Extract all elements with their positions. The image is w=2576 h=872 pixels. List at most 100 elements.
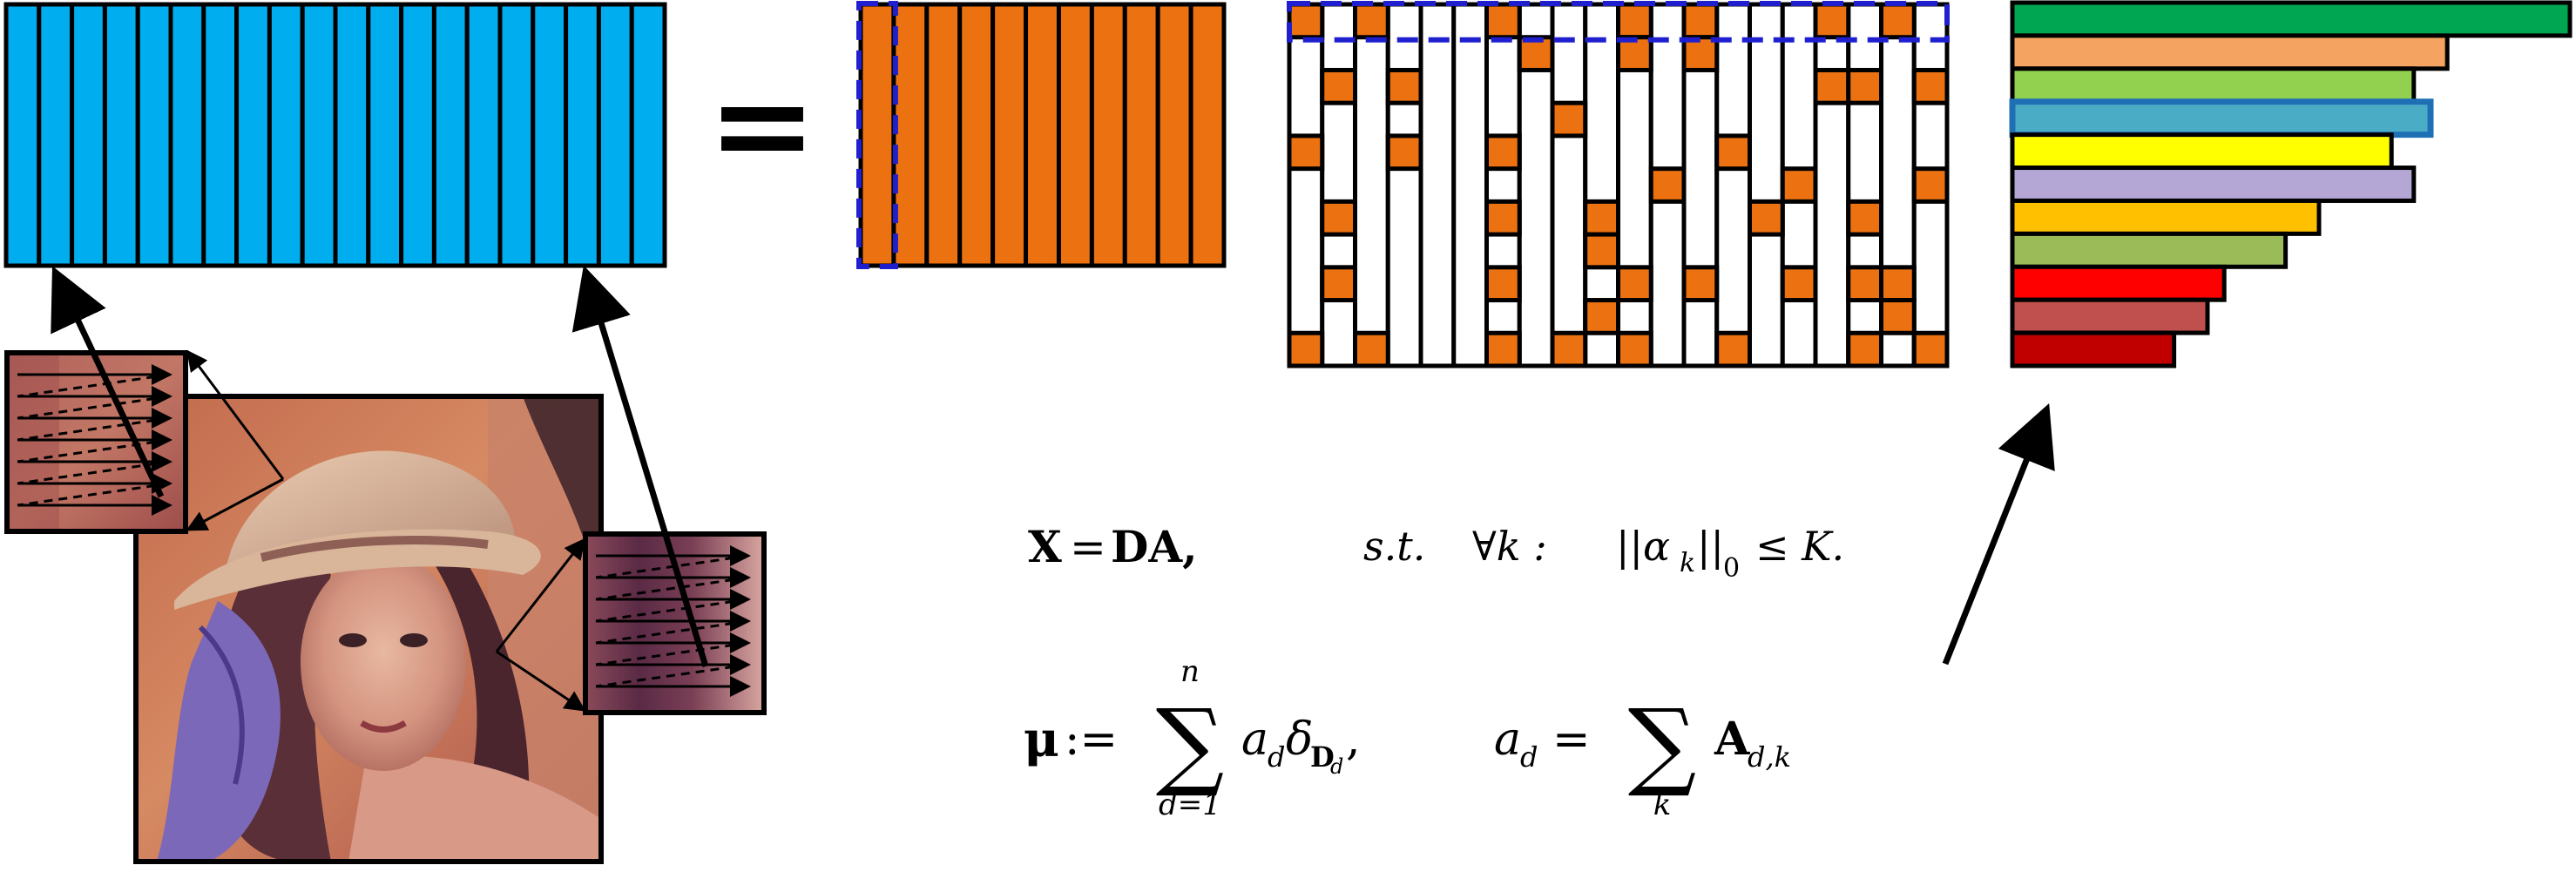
source-image (133, 394, 604, 864)
x-column (3, 2, 42, 268)
nonzero-coefficient (1320, 199, 1357, 237)
sparse-code-matrix-a (1287, 1, 1950, 368)
dictionary-atom (1155, 2, 1193, 268)
x-column (366, 2, 404, 268)
atom-usage-histogram (2009, 0, 2573, 368)
scan-return-line (595, 554, 749, 579)
eq1-norm-close: || (1697, 523, 1724, 570)
eq2-a-sub: d (1268, 740, 1285, 774)
x-column (201, 2, 240, 268)
nonzero-coefficient (1813, 2, 1851, 40)
eq2-assign: := (1065, 713, 1118, 766)
nonzero-coefficient (1484, 2, 1522, 40)
nonzero-coefficient (1484, 265, 1522, 303)
x-column (431, 2, 470, 268)
nonzero-coefficient (1846, 67, 1883, 105)
nonzero-coefficient (1780, 265, 1818, 303)
dictionary-matrix-d (856, 1, 1227, 269)
eq2-sum2-bottom: k (1653, 788, 1672, 822)
eq1-le-k: ≤ K. (1755, 523, 1844, 570)
nonzero-coefficient (1911, 67, 1950, 105)
dictionary-atom (1056, 2, 1094, 268)
eq1-norm-open: ||α (1616, 523, 1670, 570)
nonzero-coefficient (1550, 330, 1588, 368)
nonzero-coefficient (1320, 265, 1357, 303)
code-column (1813, 2, 1851, 368)
eq2-sum-top: n (1180, 654, 1200, 689)
nonzero-coefficient (1879, 2, 1917, 40)
histogram-bar (2010, 33, 2450, 71)
x-column (399, 2, 436, 268)
eq1-forall: ∀k : (1472, 523, 1547, 570)
dictionary-atom (957, 2, 996, 268)
nonzero-coefficient (1583, 232, 1620, 270)
nonzero-coefficient (1320, 67, 1357, 105)
nonzero-coefficient (1484, 133, 1522, 172)
dictionary-atom (1024, 2, 1061, 268)
x-column (497, 2, 536, 268)
dictionary-atom (891, 2, 930, 268)
x-column (70, 2, 107, 268)
measure-equation: μ := n ∑ d=1 a d δ D d , a d = ∑ k A d,k (1024, 654, 1791, 822)
x-column (300, 2, 338, 268)
nonzero-coefficient (1287, 133, 1325, 172)
nonzero-coefficient (1616, 2, 1653, 40)
scan-return-line (595, 619, 749, 645)
nonzero-coefficient (1583, 199, 1620, 237)
code-column (1714, 2, 1752, 368)
x-column (267, 2, 305, 268)
histogram-bar (2010, 198, 2322, 236)
histogram-bar (2010, 66, 2417, 105)
dictionary-atom (1122, 2, 1160, 268)
eq2-A-sub: d,k (1748, 740, 1791, 774)
histogram-bar (2010, 0, 2573, 38)
histogram-bar (2010, 297, 2210, 335)
histogram-bar (2010, 166, 2417, 203)
scan-return-line (17, 373, 171, 398)
nonzero-coefficient (1550, 100, 1588, 139)
code-column (1550, 2, 1588, 368)
nonzero-coefficient (1714, 330, 1752, 368)
nonzero-coefficient (1911, 330, 1950, 368)
nonzero-coefficient (1385, 133, 1423, 172)
scan-return-line (17, 460, 171, 485)
dictionary-atom (1089, 2, 1127, 268)
scan-return-line (17, 395, 171, 420)
code-column (1451, 2, 1489, 368)
nonzero-coefficient (1879, 265, 1917, 303)
nonzero-coefficient (1484, 330, 1522, 368)
nonzero-coefficient (1813, 67, 1851, 105)
histogram-bar (2010, 132, 2394, 171)
x-column (37, 2, 75, 268)
dictionary-atom (924, 2, 963, 268)
eq2-mu: μ (1024, 711, 1059, 768)
dictionary-atom (858, 2, 896, 268)
code-column (1287, 2, 1325, 368)
nonzero-coefficient (1846, 199, 1883, 237)
eq2-delta: δ (1286, 713, 1313, 766)
nonzero-coefficient (1681, 2, 1720, 40)
x-column (168, 2, 206, 268)
nonzero-coefficient (1583, 298, 1620, 335)
scan-return-line (595, 576, 749, 601)
eq2-ad: a (1494, 713, 1521, 766)
x-column (102, 2, 140, 268)
nonzero-coefficient (1385, 67, 1423, 105)
eq2-sum2: ∑ (1628, 688, 1697, 800)
nonzero-coefficient (1353, 330, 1390, 368)
histogram-bar (2010, 330, 2177, 368)
sparse-coding-equation: X = DA, s.t. ∀k : ||α k || 0 ≤ K. (1028, 521, 1844, 584)
patch-callout-lines (186, 349, 586, 712)
x-column (596, 2, 634, 268)
histogram-bar (2010, 231, 2289, 269)
nonzero-coefficient (1748, 199, 1785, 237)
x-column (564, 2, 601, 268)
eq2-ad-sub: d (1520, 740, 1538, 774)
code-column (1418, 2, 1457, 368)
x-column (135, 2, 173, 268)
eq2-equals: = (1552, 713, 1591, 766)
eq2-sum-bottom: d=1 (1159, 788, 1221, 822)
signal-matrix-x (3, 2, 667, 268)
nonzero-coefficient (1287, 2, 1325, 40)
